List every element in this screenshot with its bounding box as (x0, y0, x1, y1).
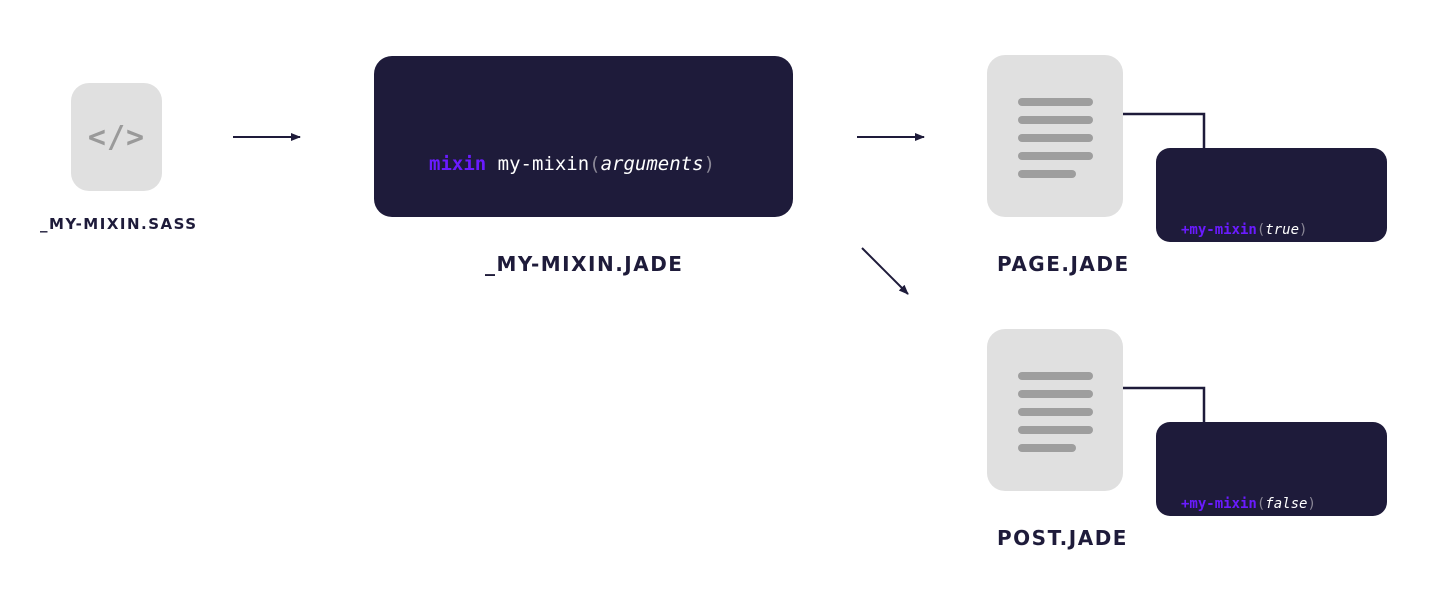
code-line-3: block (429, 327, 532, 349)
post-code-snippet: +my-mixin(false) p Hello world! (1156, 422, 1387, 584)
document-line (1018, 134, 1093, 142)
code-brackets-icon: </> (87, 119, 146, 155)
snippet-line-1: +my-mixin(false) (1181, 492, 1387, 516)
snippet-line-2: p Hello world! (1181, 568, 1316, 584)
page-document-icon (987, 55, 1123, 217)
snippet-line-2: p Hello world! (1181, 294, 1316, 310)
code-paren-close: ) (703, 153, 716, 175)
document-line (1018, 408, 1093, 416)
document-line (1018, 372, 1093, 380)
code-line-2: .my-mixin (429, 240, 555, 262)
snippet-paren-open: ( (1256, 222, 1266, 238)
post-jade-label: POST.JADE (997, 526, 1128, 550)
snippet-paren-close: ) (1299, 222, 1308, 238)
code-paren-open: ( (589, 153, 601, 175)
snippet-line-1: +my-mixin(true) (1181, 218, 1387, 242)
snippet-argument: false (1265, 496, 1308, 512)
document-line (1018, 152, 1093, 160)
sass-file-label: _MY-MIXIN.SASS (40, 215, 198, 233)
document-line (1018, 444, 1076, 452)
mixin-jade-label: _MY-MIXIN.JADE (485, 252, 684, 276)
document-line (1018, 390, 1093, 398)
sass-file-icon: </> (71, 83, 162, 191)
mixin-code-block: mixin my-mixin(arguments) .my-mixin bloc… (374, 56, 793, 349)
arrow-mixin-to-post (861, 247, 909, 295)
document-line (1018, 98, 1093, 106)
snippet-call: +my-mixin (1181, 222, 1257, 238)
page-jade-label: PAGE.JADE (997, 252, 1130, 276)
snippet-paren-open: ( (1256, 496, 1266, 512)
code-mixin-name: my-mixin (486, 153, 590, 175)
code-line-1: mixin my-mixin(arguments) (429, 150, 793, 179)
page-code-snippet: +my-mixin(true) p Hello world! (1156, 148, 1387, 310)
snippet-argument: true (1265, 222, 1300, 238)
snippet-paren-close: ) (1307, 496, 1316, 512)
code-keyword: mixin (429, 153, 487, 175)
document-line (1018, 426, 1093, 434)
document-line (1018, 170, 1076, 178)
code-argument: arguments (600, 153, 704, 175)
snippet-call: +my-mixin (1181, 496, 1257, 512)
document-line (1018, 116, 1093, 124)
post-document-icon (987, 329, 1123, 491)
